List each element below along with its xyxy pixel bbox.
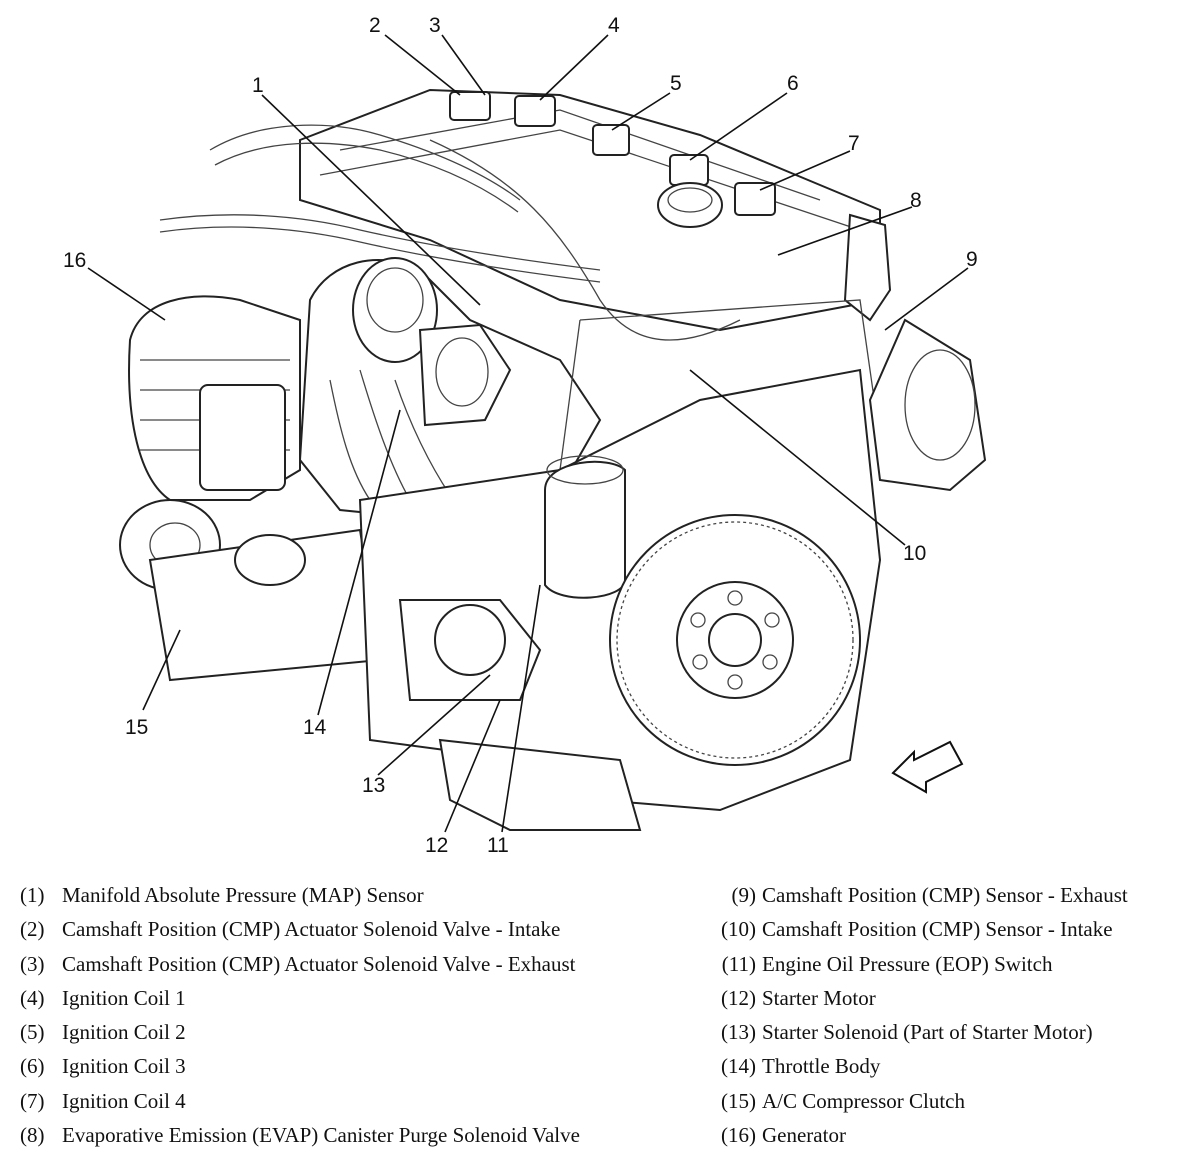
legend-num: (16) [721, 1123, 756, 1148]
legend-item: (6) Ignition Coil 3 [20, 1049, 580, 1083]
legend-num: (14) [721, 1054, 756, 1079]
legend-label: Camshaft Position (CMP) Sensor - Intake [762, 917, 1113, 942]
legend-num: (6) [20, 1054, 45, 1079]
engine-diagram: 1 2 3 4 5 6 7 8 9 10 11 12 13 14 15 16 [63, 14, 987, 857]
legend-item: (8) Evaporative Emission (EVAP) Canister … [20, 1118, 580, 1152]
legend-num: (8) [20, 1123, 45, 1148]
legend-label: A/C Compressor Clutch [762, 1088, 965, 1113]
legend-item: (2) Camshaft Position (CMP) Actuator Sole… [20, 912, 580, 946]
callout-2: 2 [369, 14, 381, 37]
legend-item: (14)Throttle Body [708, 1049, 1128, 1083]
legend-label: Camshaft Position (CMP) Actuator Solenoi… [62, 951, 576, 976]
callout-10: 10 [903, 542, 926, 565]
legend-num: (1) [20, 883, 45, 907]
legend-item: (4) Ignition Coil 1 [20, 981, 580, 1015]
legend-label: Ignition Coil 3 [62, 1054, 186, 1079]
legend-item: (13)Starter Solenoid (Part of Starter Mo… [708, 1015, 1128, 1049]
callout-1: 1 [252, 74, 264, 97]
callout-6: 6 [787, 72, 799, 95]
callout-4: 4 [608, 14, 620, 37]
legend-item: (9)Camshaft Position (CMP) Sensor - Exha… [708, 878, 1128, 912]
legend-num: (4) [20, 985, 45, 1010]
callout-7: 7 [848, 132, 860, 155]
legend-label: Starter Motor [762, 985, 876, 1010]
legend-label: Evaporative Emission (EVAP) Canister Pur… [62, 1123, 580, 1148]
legend-label: Camshaft Position (CMP) Actuator Solenoi… [62, 917, 561, 942]
legend-label: Manifold Absolute Pressure (MAP) Sensor [62, 883, 424, 907]
legend-label: Engine Oil Pressure (EOP) Switch [762, 951, 1053, 976]
front-arrow-icon [891, 740, 964, 794]
legend-right-column: (9)Camshaft Position (CMP) Sensor - Exha… [708, 878, 1128, 1152]
legend-label: Ignition Coil 4 [62, 1088, 186, 1113]
callout-8: 8 [910, 189, 922, 212]
callout-15: 15 [125, 716, 148, 739]
legend-num: (7) [20, 1088, 45, 1113]
legend-label: Generator [762, 1123, 846, 1148]
legend-num: (15) [721, 1088, 756, 1113]
legend-num: (5) [20, 1020, 45, 1045]
legend-num: (11) [721, 951, 756, 976]
legend-num: (12) [721, 985, 756, 1010]
legend-item: (12)Starter Motor [708, 981, 1128, 1015]
legend-label: Ignition Coil 2 [62, 1020, 186, 1045]
callout-13: 13 [362, 774, 385, 797]
legend-num: (3) [20, 951, 45, 976]
legend-item: (11)Engine Oil Pressure (EOP) Switch [708, 947, 1128, 981]
legend-num: (9) [731, 883, 757, 907]
legend-num: (13) [721, 1020, 756, 1045]
legend-item: (3) Camshaft Position (CMP) Actuator Sole… [20, 947, 580, 981]
callout-16: 16 [63, 249, 86, 272]
legend-item: (1) Manifold Absolute Pressure (MAP) Sens… [20, 878, 580, 912]
engine-illustration [119, 88, 987, 831]
leader-lines [87, 34, 969, 833]
callout-14: 14 [303, 716, 327, 739]
callout-5: 5 [670, 72, 682, 95]
callout-9: 9 [966, 248, 978, 271]
legend-left-column: (1) Manifold Absolute Pressure (MAP) Sens… [20, 878, 580, 1152]
callout-11: 11 [487, 834, 509, 857]
legend-item: (16)Generator [708, 1118, 1128, 1152]
legend-label: Ignition Coil 1 [62, 985, 186, 1010]
legend-item: (5) Ignition Coil 2 [20, 1015, 580, 1049]
legend-label: Throttle Body [762, 1054, 881, 1079]
legend-item: (15)A/C Compressor Clutch [708, 1084, 1128, 1118]
legend-label: Camshaft Position (CMP) Sensor - Exhaust [762, 883, 1128, 907]
callout-numbers: 1 2 3 4 5 6 7 8 9 10 11 12 13 14 15 16 [63, 14, 978, 857]
legend-num: (2) [20, 917, 45, 942]
legend-num: (10) [721, 917, 756, 942]
legend-label: Starter Solenoid (Part of Starter Motor) [762, 1020, 1093, 1045]
legend-item: (10)Camshaft Position (CMP) Sensor - Int… [708, 912, 1128, 946]
callout-12: 12 [425, 834, 448, 857]
callout-3: 3 [429, 14, 441, 37]
legend-item: (7) Ignition Coil 4 [20, 1084, 580, 1118]
